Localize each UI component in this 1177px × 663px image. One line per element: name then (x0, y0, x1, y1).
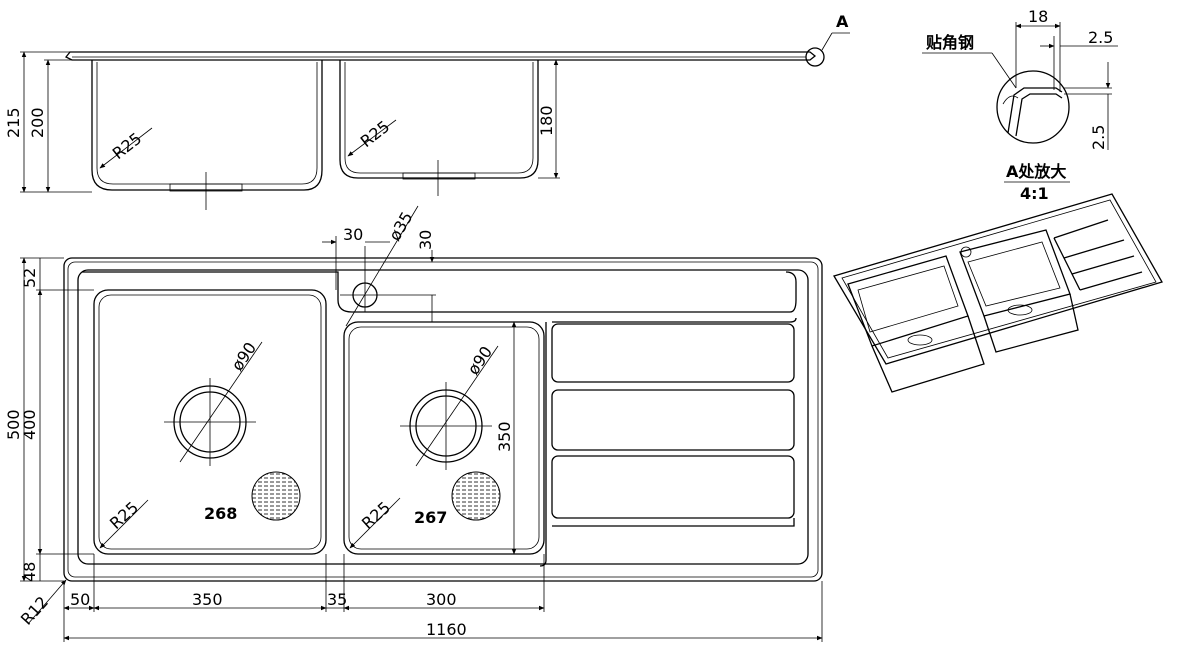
plan-right-stopper (451, 471, 501, 521)
dim-300-label: 300 (426, 590, 457, 609)
iso-left-bowl-bottom (857, 265, 959, 333)
plan-r25-left-label: R25 (106, 498, 142, 533)
plan-left-bowl-inner (98, 294, 322, 550)
side-r25-left-leader (99, 127, 153, 169)
detail-a-title: A处放大 (1006, 162, 1066, 181)
dim-48-label: 48 (20, 562, 39, 582)
iso-top-plate (833, 193, 1163, 365)
side-section-view: A R25 R25 215 200 180 (4, 12, 850, 210)
plan-deck-top-edge (82, 271, 797, 313)
iso-right-drain (1007, 304, 1033, 316)
iso-left-bowl-rim (847, 255, 969, 347)
iso-groove-1 (1053, 219, 1109, 239)
plan-left-phi-leader (179, 341, 263, 463)
dim-200-label: 200 (28, 107, 47, 138)
iso-groove-4 (1079, 271, 1143, 291)
plan-r25-right-label: R25 (358, 498, 394, 533)
plan-deck (77, 269, 809, 565)
side-right-bowl-inner (344, 62, 534, 174)
dim-30-v-label: 30 (416, 230, 435, 250)
iso-groove-3 (1071, 255, 1135, 275)
plan-r25-left-leader (99, 499, 149, 549)
detail-a-magnified-circle (996, 70, 1070, 144)
iso-left-drain (907, 334, 933, 346)
dim-1160-label: 1160 (426, 620, 467, 639)
r12-leader (27, 579, 67, 625)
plan-left-bowl (93, 289, 327, 555)
detail-a-label: A (836, 12, 849, 31)
dim-52-label: 52 (20, 268, 39, 288)
iso-right-bowl-side (983, 293, 1079, 353)
detail-a-profile-inner (1015, 93, 1063, 137)
detail-a-scale: 4:1 (1020, 184, 1049, 203)
r12-label: R12 (17, 593, 52, 629)
iso-tap-hole (960, 246, 972, 258)
plan-groove-3 (551, 455, 795, 519)
dim-2-5-h-label: 2.5 (1088, 28, 1113, 47)
iso-drainboard-edge (1053, 237, 1081, 291)
side-left-bowl (91, 60, 323, 191)
dim-500-label: 500 (4, 409, 23, 440)
corner-steel-leader (991, 52, 1017, 89)
side-r25-left-label: R25 (109, 129, 146, 163)
phi35-label: ø35 (385, 208, 417, 244)
dim-18-label: 18 (1028, 7, 1048, 26)
phi35-leader (345, 205, 419, 327)
side-rim (64, 51, 817, 61)
dim-350-h-label: 350 (192, 590, 223, 609)
side-r25-right-label: R25 (357, 117, 394, 151)
detail-a-profile-outer (1007, 87, 1063, 134)
detail-a-curl (1002, 95, 1019, 105)
plan-drainboard-edge (539, 322, 547, 567)
dim-30-h-label: 30 (343, 225, 363, 244)
corner-steel-label: 贴角钢 (926, 33, 974, 52)
plan-right-model-label: 267 (414, 508, 447, 527)
detail-a-leader (821, 32, 833, 51)
plan-left-model-label: 268 (204, 504, 237, 523)
detail-a-view: 18 2.5 2.5 贴角钢 A处放大 4:1 (922, 7, 1118, 203)
iso-left-bowl-side (871, 315, 985, 393)
plan-right-phi-leader (415, 345, 499, 467)
plan-right-bowl (343, 321, 545, 555)
top-plan-view: ø90 268 ø35 30 30 ø90 267 350 R25 R25 (4, 205, 823, 642)
phi90-left-label: ø90 (228, 339, 261, 375)
dim-180-label: 180 (537, 105, 556, 136)
plan-left-stopper (251, 471, 301, 521)
plan-outer-rim-inner (67, 261, 819, 578)
dim-215-label: 215 (4, 107, 23, 138)
dim-2-5-v-label: 2.5 (1089, 125, 1108, 150)
iso-left-bowl-edge (871, 345, 893, 393)
iso-top-inner (841, 199, 1157, 359)
dim-350-v-label: 350 (495, 421, 514, 452)
detail-a-circle (805, 47, 825, 67)
side-right-drain (402, 172, 476, 180)
side-r25-right-leader (347, 119, 397, 157)
plan-groove-top (552, 317, 797, 323)
side-left-bowl-inner (96, 62, 318, 185)
iso-groove-2 (1063, 239, 1125, 259)
plan-groove-4 (552, 518, 795, 527)
plan-groove-1 (551, 323, 795, 383)
dim-400-label: 400 (20, 409, 39, 440)
plan-groove-2 (551, 389, 795, 451)
plan-right-bowl-inner (348, 326, 540, 550)
phi90-right-label: ø90 (464, 343, 497, 379)
plan-r25-right-leader (349, 497, 401, 549)
dim-50-label: 50 (70, 590, 90, 609)
iso-right-bowl-rim (959, 229, 1071, 317)
side-right-bowl (339, 60, 539, 179)
dim-35-label: 35 (327, 590, 347, 609)
iso-right-bowl-bottom (967, 241, 1061, 307)
isometric-view (833, 193, 1163, 393)
plan-outer-rim (63, 257, 823, 582)
